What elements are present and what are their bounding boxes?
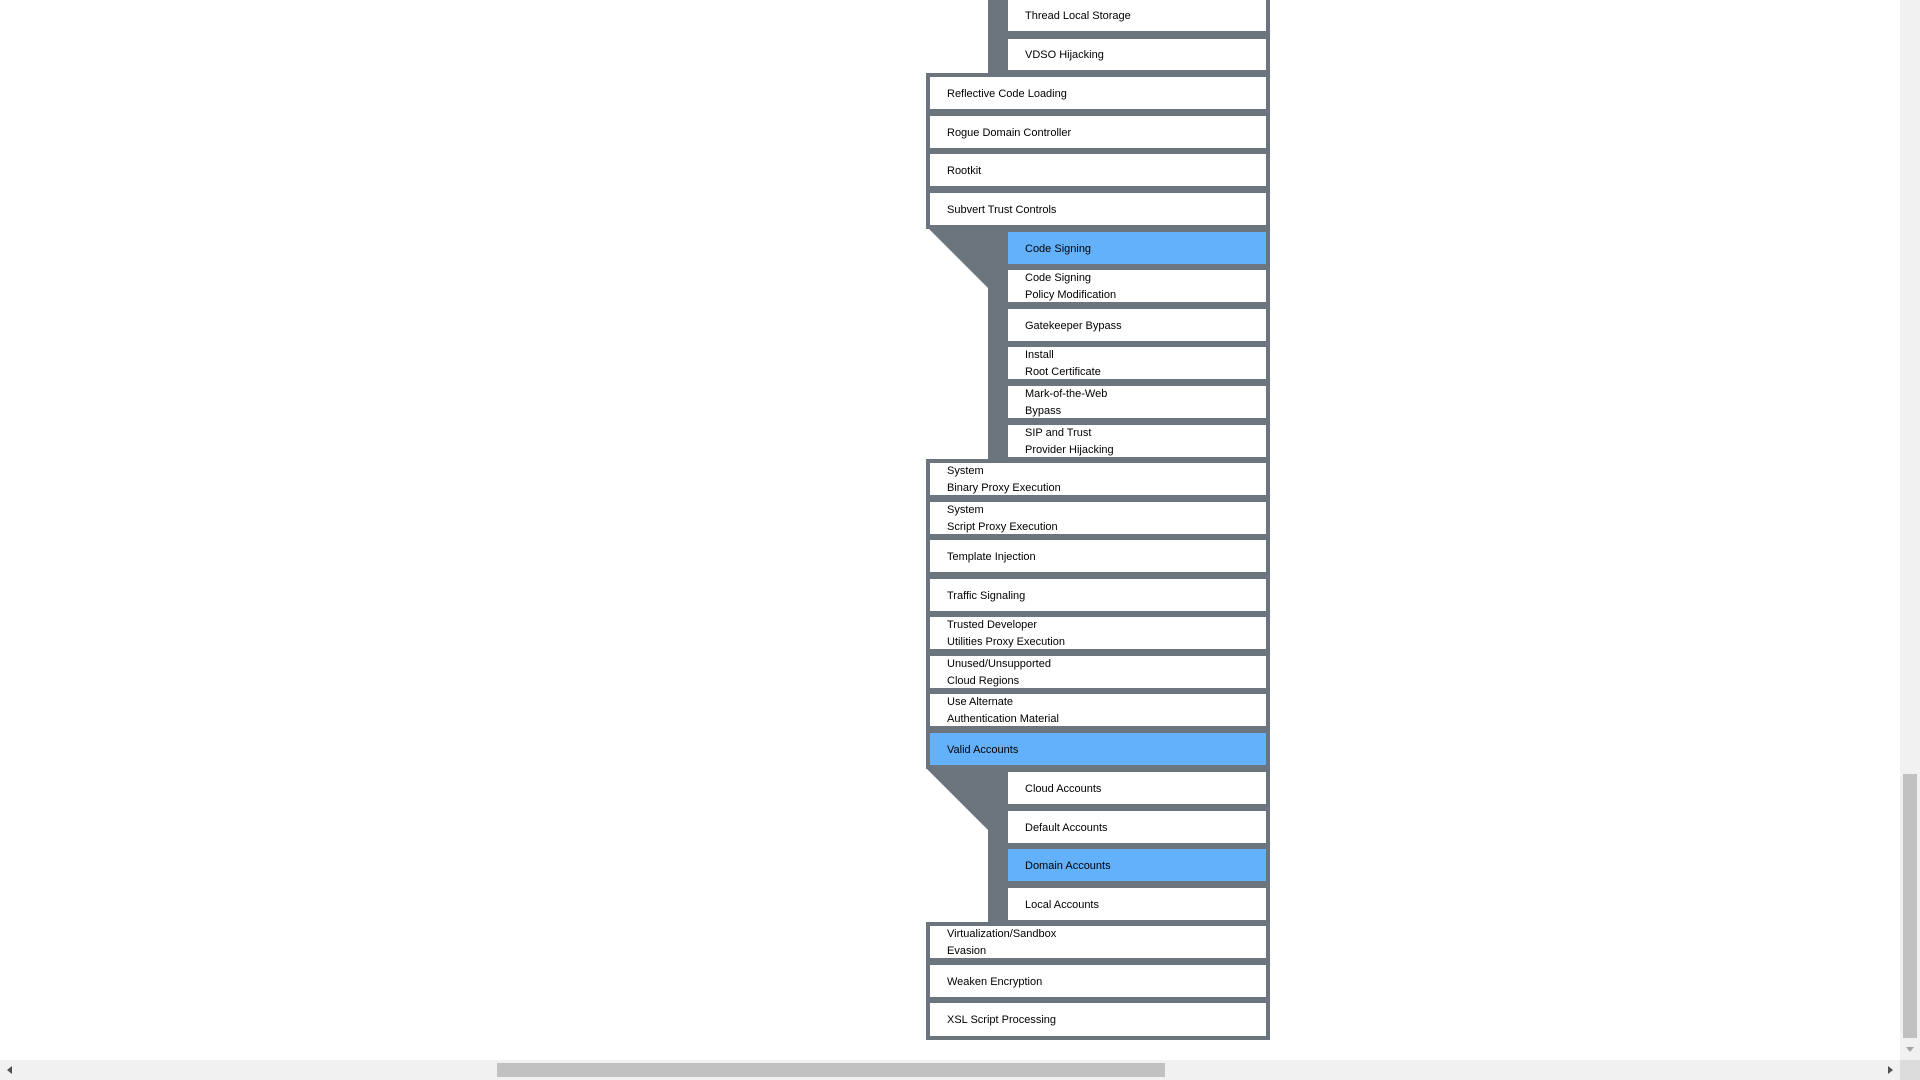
subtechnique-mark-of-the-web-bypass[interactable]: Mark-of-the-Web Bypass [1004, 382, 1270, 422]
horizontal-scrollbar-thumb[interactable] [497, 1063, 1165, 1077]
subtechnique-connector-valid-accounts [926, 768, 988, 830]
technique-rogue-domain-controller[interactable]: Rogue Domain Controller [926, 112, 1270, 152]
scroll-left-arrow-icon[interactable] [7, 1066, 12, 1074]
technique-matrix-column: Thread Local Storage VDSO Hijacking Refl… [926, 0, 1270, 1040]
technique-traffic-signaling[interactable]: Traffic Signaling [926, 575, 1270, 615]
technique-subvert-trust-controls[interactable]: Subvert Trust Controls [926, 189, 1270, 229]
technique-weaken-encryption[interactable]: Weaken Encryption [926, 961, 1270, 1001]
subtechnique-connector-subvert [926, 226, 988, 288]
subtechnique-vdso-hijacking[interactable]: VDSO Hijacking [1004, 35, 1270, 74]
scroll-down-arrow-icon[interactable] [1906, 1047, 1914, 1052]
technique-system-binary-proxy-execution[interactable]: System Binary Proxy Execution [926, 459, 1270, 499]
horizontal-scrollbar[interactable] [0, 1060, 1920, 1080]
technique-xsl-script-processing[interactable]: XSL Script Processing [926, 999, 1270, 1040]
technique-reflective-code-loading[interactable]: Reflective Code Loading [926, 73, 1270, 113]
technique-system-script-proxy-execution[interactable]: System Script Proxy Execution [926, 498, 1270, 538]
subtechnique-code-signing-policy-modification[interactable]: Code Signing Policy Modification [1004, 266, 1270, 306]
subtechnique-cloud-accounts[interactable]: Cloud Accounts [1004, 768, 1270, 808]
scroll-right-arrow-icon[interactable] [1888, 1066, 1893, 1074]
subtechnique-thread-local-storage[interactable]: Thread Local Storage [1004, 0, 1270, 35]
scrollbar-corner [1900, 1060, 1920, 1080]
technique-use-alternate-authentication-material[interactable]: Use Alternate Authentication Material [926, 690, 1270, 730]
subtechnique-default-accounts[interactable]: Default Accounts [1004, 807, 1270, 847]
technique-trusted-developer-utilities-proxy-execution[interactable]: Trusted Developer Utilities Proxy Execut… [926, 613, 1270, 653]
technique-template-injection[interactable]: Template Injection [926, 536, 1270, 576]
technique-valid-accounts[interactable]: Valid Accounts [926, 729, 1270, 769]
technique-rootkit[interactable]: Rootkit [926, 150, 1270, 190]
technique-unused-unsupported-cloud-regions[interactable]: Unused/Unsupported Cloud Regions [926, 652, 1270, 692]
vertical-scrollbar-thumb[interactable] [1903, 774, 1917, 1038]
subtechnique-rail-subvert [988, 226, 1004, 460]
subtechnique-domain-accounts[interactable]: Domain Accounts [1004, 845, 1270, 885]
subtechnique-code-signing[interactable]: Code Signing [1004, 228, 1270, 268]
vertical-scrollbar[interactable] [1900, 0, 1920, 1060]
subtechnique-rail-valid-accounts [988, 768, 1004, 924]
subtechnique-sip-and-trust-provider-hijacking[interactable]: SIP and Trust Provider Hijacking [1004, 421, 1270, 461]
subtechnique-rail-top [988, 0, 1004, 74]
subtechnique-local-accounts[interactable]: Local Accounts [1004, 884, 1270, 924]
subtechnique-install-root-certificate[interactable]: Install Root Certificate [1004, 343, 1270, 383]
technique-virtualization-sandbox-evasion[interactable]: Virtualization/Sandbox Evasion [926, 922, 1270, 962]
subtechnique-gatekeeper-bypass[interactable]: Gatekeeper Bypass [1004, 305, 1270, 345]
